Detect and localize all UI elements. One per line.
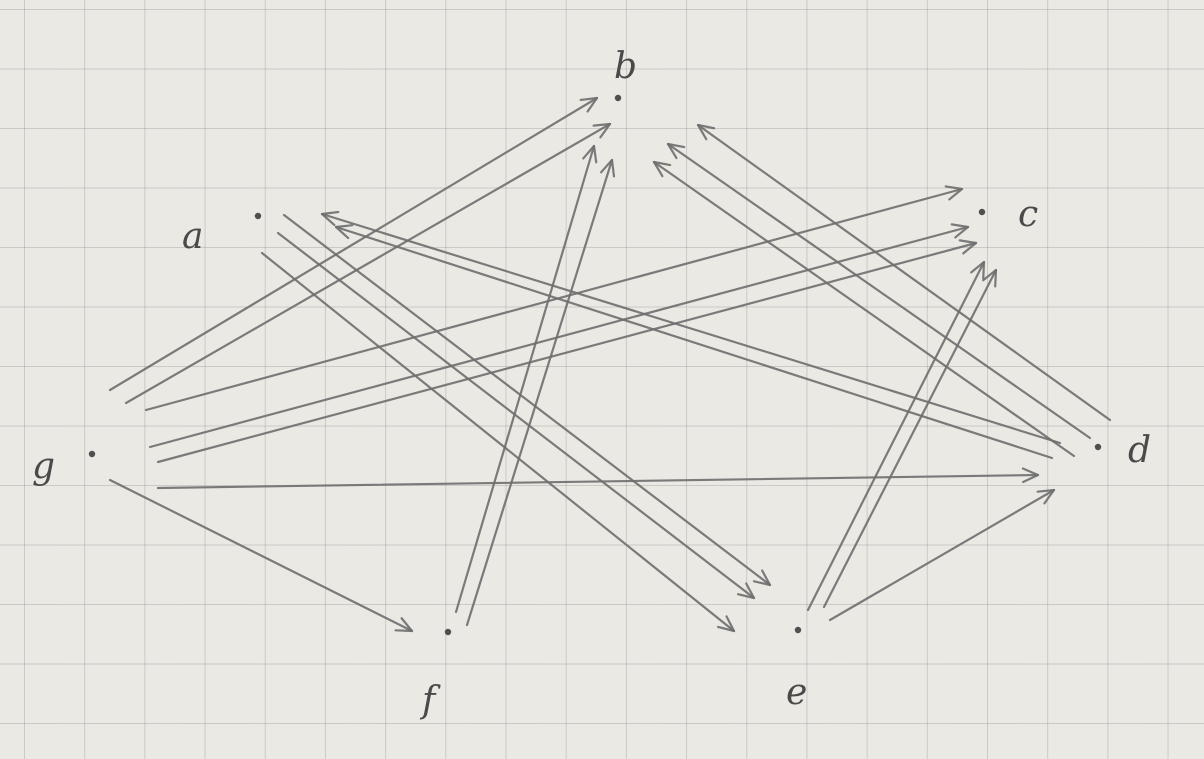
edge-line-2	[144, 187, 964, 412]
arrowhead-19	[1036, 488, 1056, 505]
node-dot-g	[88, 450, 96, 458]
arrowhead-5	[1021, 467, 1040, 484]
node-g: g	[32, 446, 96, 487]
node-c: c	[978, 194, 1038, 235]
edge-line-14	[260, 251, 736, 633]
edge-g-to-b	[124, 122, 612, 405]
edge-d-to-b	[666, 142, 1092, 440]
node-b: b	[614, 46, 637, 102]
edge-e-to-c	[806, 260, 986, 612]
arrowhead-4	[958, 239, 978, 255]
node-dot-a	[254, 212, 262, 220]
edge-line-5	[156, 473, 1040, 490]
edge-e-to-c	[822, 268, 998, 609]
edge-f-to-b	[454, 144, 598, 614]
arrowhead-17	[970, 260, 986, 280]
edge-line-19	[828, 488, 1056, 622]
node-label-d: d	[1128, 430, 1151, 471]
edge-g-to-b	[108, 96, 599, 392]
edge-line-4	[156, 241, 978, 464]
edge-d-to-a	[320, 210, 1062, 445]
edge-g-to-c	[148, 223, 970, 449]
edge-line-9	[696, 123, 1112, 422]
edge-line-1	[124, 122, 612, 405]
arrowhead-6	[394, 617, 414, 633]
edge-line-13	[276, 231, 756, 600]
edge-line-18	[822, 268, 998, 609]
arrowhead-12	[752, 569, 772, 587]
edge-a-to-e	[276, 231, 756, 600]
edge-g-to-c	[144, 185, 964, 412]
edge-line-0	[108, 96, 599, 392]
node-d: d	[1094, 430, 1151, 471]
node-dot-f	[444, 628, 452, 636]
edge-a-to-e	[282, 213, 772, 587]
arrowhead-7	[320, 210, 340, 226]
edge-a-to-e	[260, 251, 736, 633]
edge-line-16	[465, 158, 614, 627]
edge-line-6	[108, 478, 414, 633]
edge-line-17	[806, 260, 986, 612]
edge-line-8	[334, 225, 1054, 460]
arrowhead-2	[944, 185, 964, 201]
edge-f-to-b	[465, 158, 616, 627]
edge-g-to-f	[108, 478, 414, 633]
arrowhead-16	[599, 158, 616, 178]
edge-line-3	[148, 225, 970, 449]
node-e: e	[786, 626, 807, 713]
edge-d-to-b	[652, 160, 1076, 458]
node-label-f: f	[419, 680, 441, 721]
edge-line-7	[320, 212, 1062, 445]
edge-line-10	[666, 142, 1092, 440]
edge-line-12	[282, 213, 772, 587]
edges-layer	[108, 96, 1112, 633]
node-dot-c	[978, 208, 986, 216]
edge-d-to-b	[696, 123, 1112, 422]
edge-e-to-d	[828, 488, 1056, 622]
arrowhead-8	[334, 224, 354, 240]
node-dot-b	[614, 94, 622, 102]
arrowhead-1	[592, 122, 612, 139]
node-f: f	[419, 628, 452, 721]
arrowhead-10	[666, 142, 686, 160]
edge-g-to-c	[156, 239, 978, 464]
node-a: a	[182, 212, 262, 257]
edge-line-11	[652, 160, 1076, 458]
node-label-g: g	[32, 446, 55, 487]
node-label-c: c	[1018, 194, 1038, 235]
node-label-e: e	[786, 672, 807, 713]
edge-line-15	[454, 144, 596, 614]
node-label-a: a	[182, 216, 203, 257]
arrowhead-9	[696, 123, 716, 141]
arrowhead-14	[716, 615, 736, 633]
node-label-b: b	[614, 46, 637, 87]
node-dot-e	[794, 626, 802, 634]
arrowhead-18	[982, 268, 998, 288]
arrowhead-3	[950, 223, 970, 239]
arrowhead-13	[736, 582, 756, 600]
node-dot-d	[1094, 443, 1102, 451]
arrowhead-11	[652, 160, 672, 178]
arrowhead-0	[579, 96, 599, 113]
edge-d-to-a	[334, 224, 1054, 460]
arrowhead-15	[582, 144, 598, 164]
